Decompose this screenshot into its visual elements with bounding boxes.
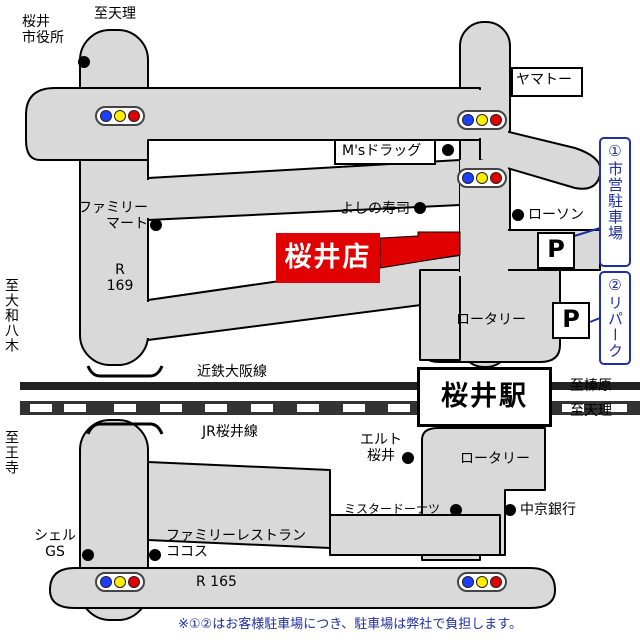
jr-rail bbox=[20, 401, 640, 415]
label-mister-donut: ミスタードーナツ bbox=[344, 502, 441, 516]
label-ms-drug: M'sドラッグ bbox=[342, 143, 422, 159]
kintetsu-rail-east bbox=[552, 382, 640, 390]
shop-pointer bbox=[379, 231, 461, 269]
ms-drug-building bbox=[334, 139, 436, 165]
shop-sakurai-store: 桜井店 bbox=[276, 233, 380, 283]
road-west-north bbox=[79, 29, 149, 366]
label-to-tenri-east: 至天理 bbox=[570, 403, 612, 419]
label-kintetsu-line: 近鉄大阪線 bbox=[197, 364, 267, 380]
footnote: ※①②はお客様駐車場につき、駐車場は弊社で負担します。 bbox=[178, 617, 522, 632]
label-lawson: ローソン bbox=[528, 207, 584, 223]
label-jr-line: JR桜井線 bbox=[202, 424, 258, 440]
traffic-signal-southeast bbox=[457, 572, 507, 592]
label-rotary-north: ロータリー bbox=[456, 312, 526, 328]
label-to-haibara: 至榛原 bbox=[570, 378, 612, 394]
road-south-main bbox=[49, 567, 556, 609]
label-yamato: ヤマトー bbox=[516, 72, 572, 88]
label-to-yamato-yagi: 至大和八木 bbox=[3, 278, 19, 353]
label-parking-city: ①市営駐車場 bbox=[606, 142, 624, 241]
parking-ripark-p-icon: P bbox=[552, 302, 590, 339]
road-south-connector bbox=[329, 514, 501, 556]
label-to-tenri-top: 至天理 bbox=[94, 6, 136, 22]
kintetsu-rail bbox=[20, 382, 418, 390]
label-sakurai-city-hall: 桜井 市役所 bbox=[22, 14, 64, 47]
parking-city-p-icon: P bbox=[537, 232, 575, 269]
label-family-restaurant: ファミリーレストラン ココス bbox=[166, 528, 306, 561]
road-east-station bbox=[419, 269, 461, 361]
station-sakurai: 桜井駅 bbox=[417, 367, 552, 427]
label-parking-ripark: ②リパーク bbox=[606, 276, 624, 359]
traffic-signal-southwest bbox=[95, 572, 145, 592]
parking-city-callout-box bbox=[599, 137, 631, 267]
yamato-building bbox=[511, 67, 583, 97]
road-middle-upper bbox=[147, 159, 461, 221]
label-r165: R 165 bbox=[196, 574, 237, 590]
label-elto-sakurai: エルト 桜井 bbox=[360, 432, 402, 465]
traffic-signal-northeast bbox=[457, 110, 507, 130]
label-to-oji: 至王寺 bbox=[3, 430, 19, 475]
label-chukyo-bank: 中京銀行 bbox=[520, 502, 576, 518]
traffic-signal-east-middle bbox=[457, 168, 507, 188]
label-yoshinozushi: よしの寿司 bbox=[340, 201, 410, 217]
traffic-signal-northwest bbox=[95, 106, 145, 126]
label-shell-gs: シェル GS bbox=[34, 528, 76, 561]
label-r169: R 169 bbox=[106, 262, 134, 295]
parking-ripark-callout-box bbox=[599, 271, 631, 365]
label-familymart: ファミリー マート bbox=[78, 200, 148, 233]
label-rotary-south: ロータリー bbox=[460, 451, 530, 467]
